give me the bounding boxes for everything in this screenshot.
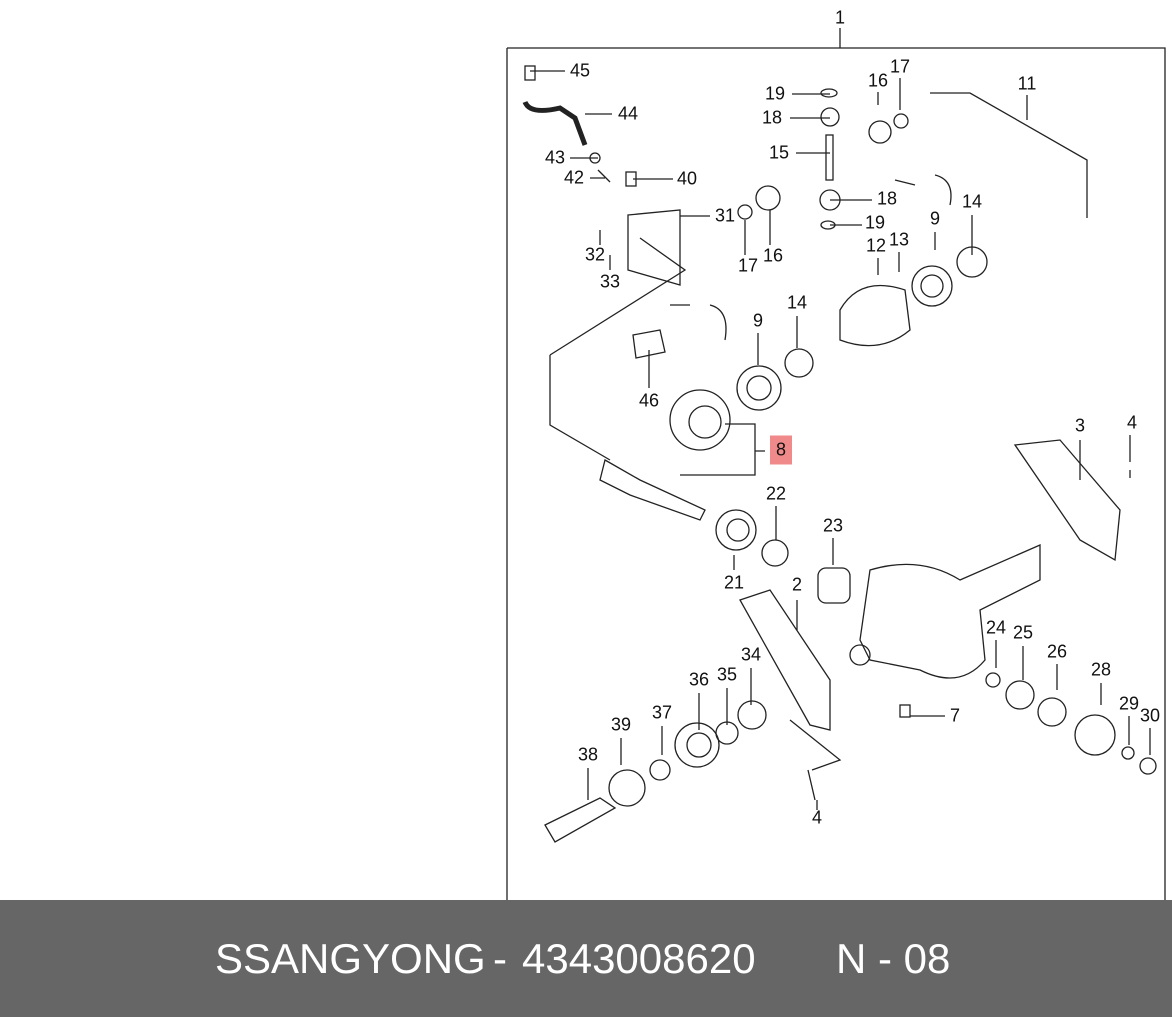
part-label[interactable]: 17 <box>737 255 759 276</box>
part-label[interactable]: 2 <box>791 574 803 595</box>
part-label[interactable]: 9 <box>929 208 941 229</box>
part-label[interactable]: 9 <box>752 310 764 331</box>
part-label[interactable]: 3 <box>1074 415 1086 436</box>
part-label[interactable]: 24 <box>985 617 1007 638</box>
part-label[interactable]: 16 <box>867 70 889 91</box>
assembly-frame <box>506 28 1166 900</box>
part-label[interactable]: 26 <box>1046 641 1068 662</box>
part-label[interactable]: 25 <box>1012 622 1034 643</box>
parts-diagram: 1 45 44 43 42 40 31 32 33 17 16 19 18 15… <box>506 7 1166 900</box>
part-label[interactable]: 22 <box>765 483 787 504</box>
highlighted-part-label[interactable]: 8 <box>769 435 793 465</box>
part-label[interactable]: 43 <box>544 147 566 168</box>
part-label[interactable]: 16 <box>762 245 784 266</box>
part-label[interactable]: 40 <box>676 168 698 189</box>
part-label[interactable]: 17 <box>889 56 911 77</box>
part-label[interactable]: 32 <box>584 244 606 265</box>
part-label[interactable]: 36 <box>688 669 710 690</box>
part-label[interactable]: 12 <box>865 235 887 256</box>
diagram-code: N - 08 <box>836 934 951 982</box>
part-45 <box>524 65 536 81</box>
part-label[interactable]: 44 <box>617 103 639 124</box>
part-label[interactable]: 14 <box>786 292 808 313</box>
part-label[interactable]: 35 <box>716 664 738 685</box>
part-label[interactable]: 15 <box>768 142 790 163</box>
part-label[interactable]: 37 <box>651 702 673 723</box>
part-label[interactable]: 4 <box>1126 412 1138 433</box>
part-label[interactable]: 19 <box>864 212 886 233</box>
part-label[interactable]: 38 <box>577 744 599 765</box>
part-label[interactable]: 21 <box>723 572 745 593</box>
part-label[interactable]: 14 <box>961 191 983 212</box>
part-label[interactable]: 13 <box>888 229 910 250</box>
part-label[interactable]: 39 <box>610 714 632 735</box>
footer-banner: SSANGYONG - 4343008620 N - 08 <box>0 900 1172 1017</box>
part-label[interactable]: 42 <box>563 167 585 188</box>
part-label[interactable]: 7 <box>949 705 961 726</box>
part-label[interactable]: 45 <box>569 60 591 81</box>
assembly-label: 1 <box>834 7 846 28</box>
part-label[interactable]: 28 <box>1090 659 1112 680</box>
part-label[interactable]: 46 <box>638 390 660 411</box>
separator: - <box>493 934 507 982</box>
part-number: 4343008620 <box>522 934 756 982</box>
part-label[interactable]: 19 <box>764 83 786 104</box>
part-label[interactable]: 33 <box>599 271 621 292</box>
part-label[interactable]: 18 <box>876 188 898 209</box>
part-label[interactable]: 29 <box>1118 693 1140 714</box>
part-label[interactable]: 11 <box>1017 73 1037 94</box>
part-label[interactable]: 18 <box>761 107 783 128</box>
part-label[interactable]: 31 <box>714 205 736 226</box>
brand-name: SSANGYONG <box>215 934 486 982</box>
diagram-drawing <box>506 28 1166 900</box>
part-label[interactable]: 4 <box>811 807 823 828</box>
part-label[interactable]: 23 <box>822 515 844 536</box>
part-label[interactable]: 30 <box>1139 705 1161 726</box>
part-label[interactable]: 34 <box>740 644 762 665</box>
